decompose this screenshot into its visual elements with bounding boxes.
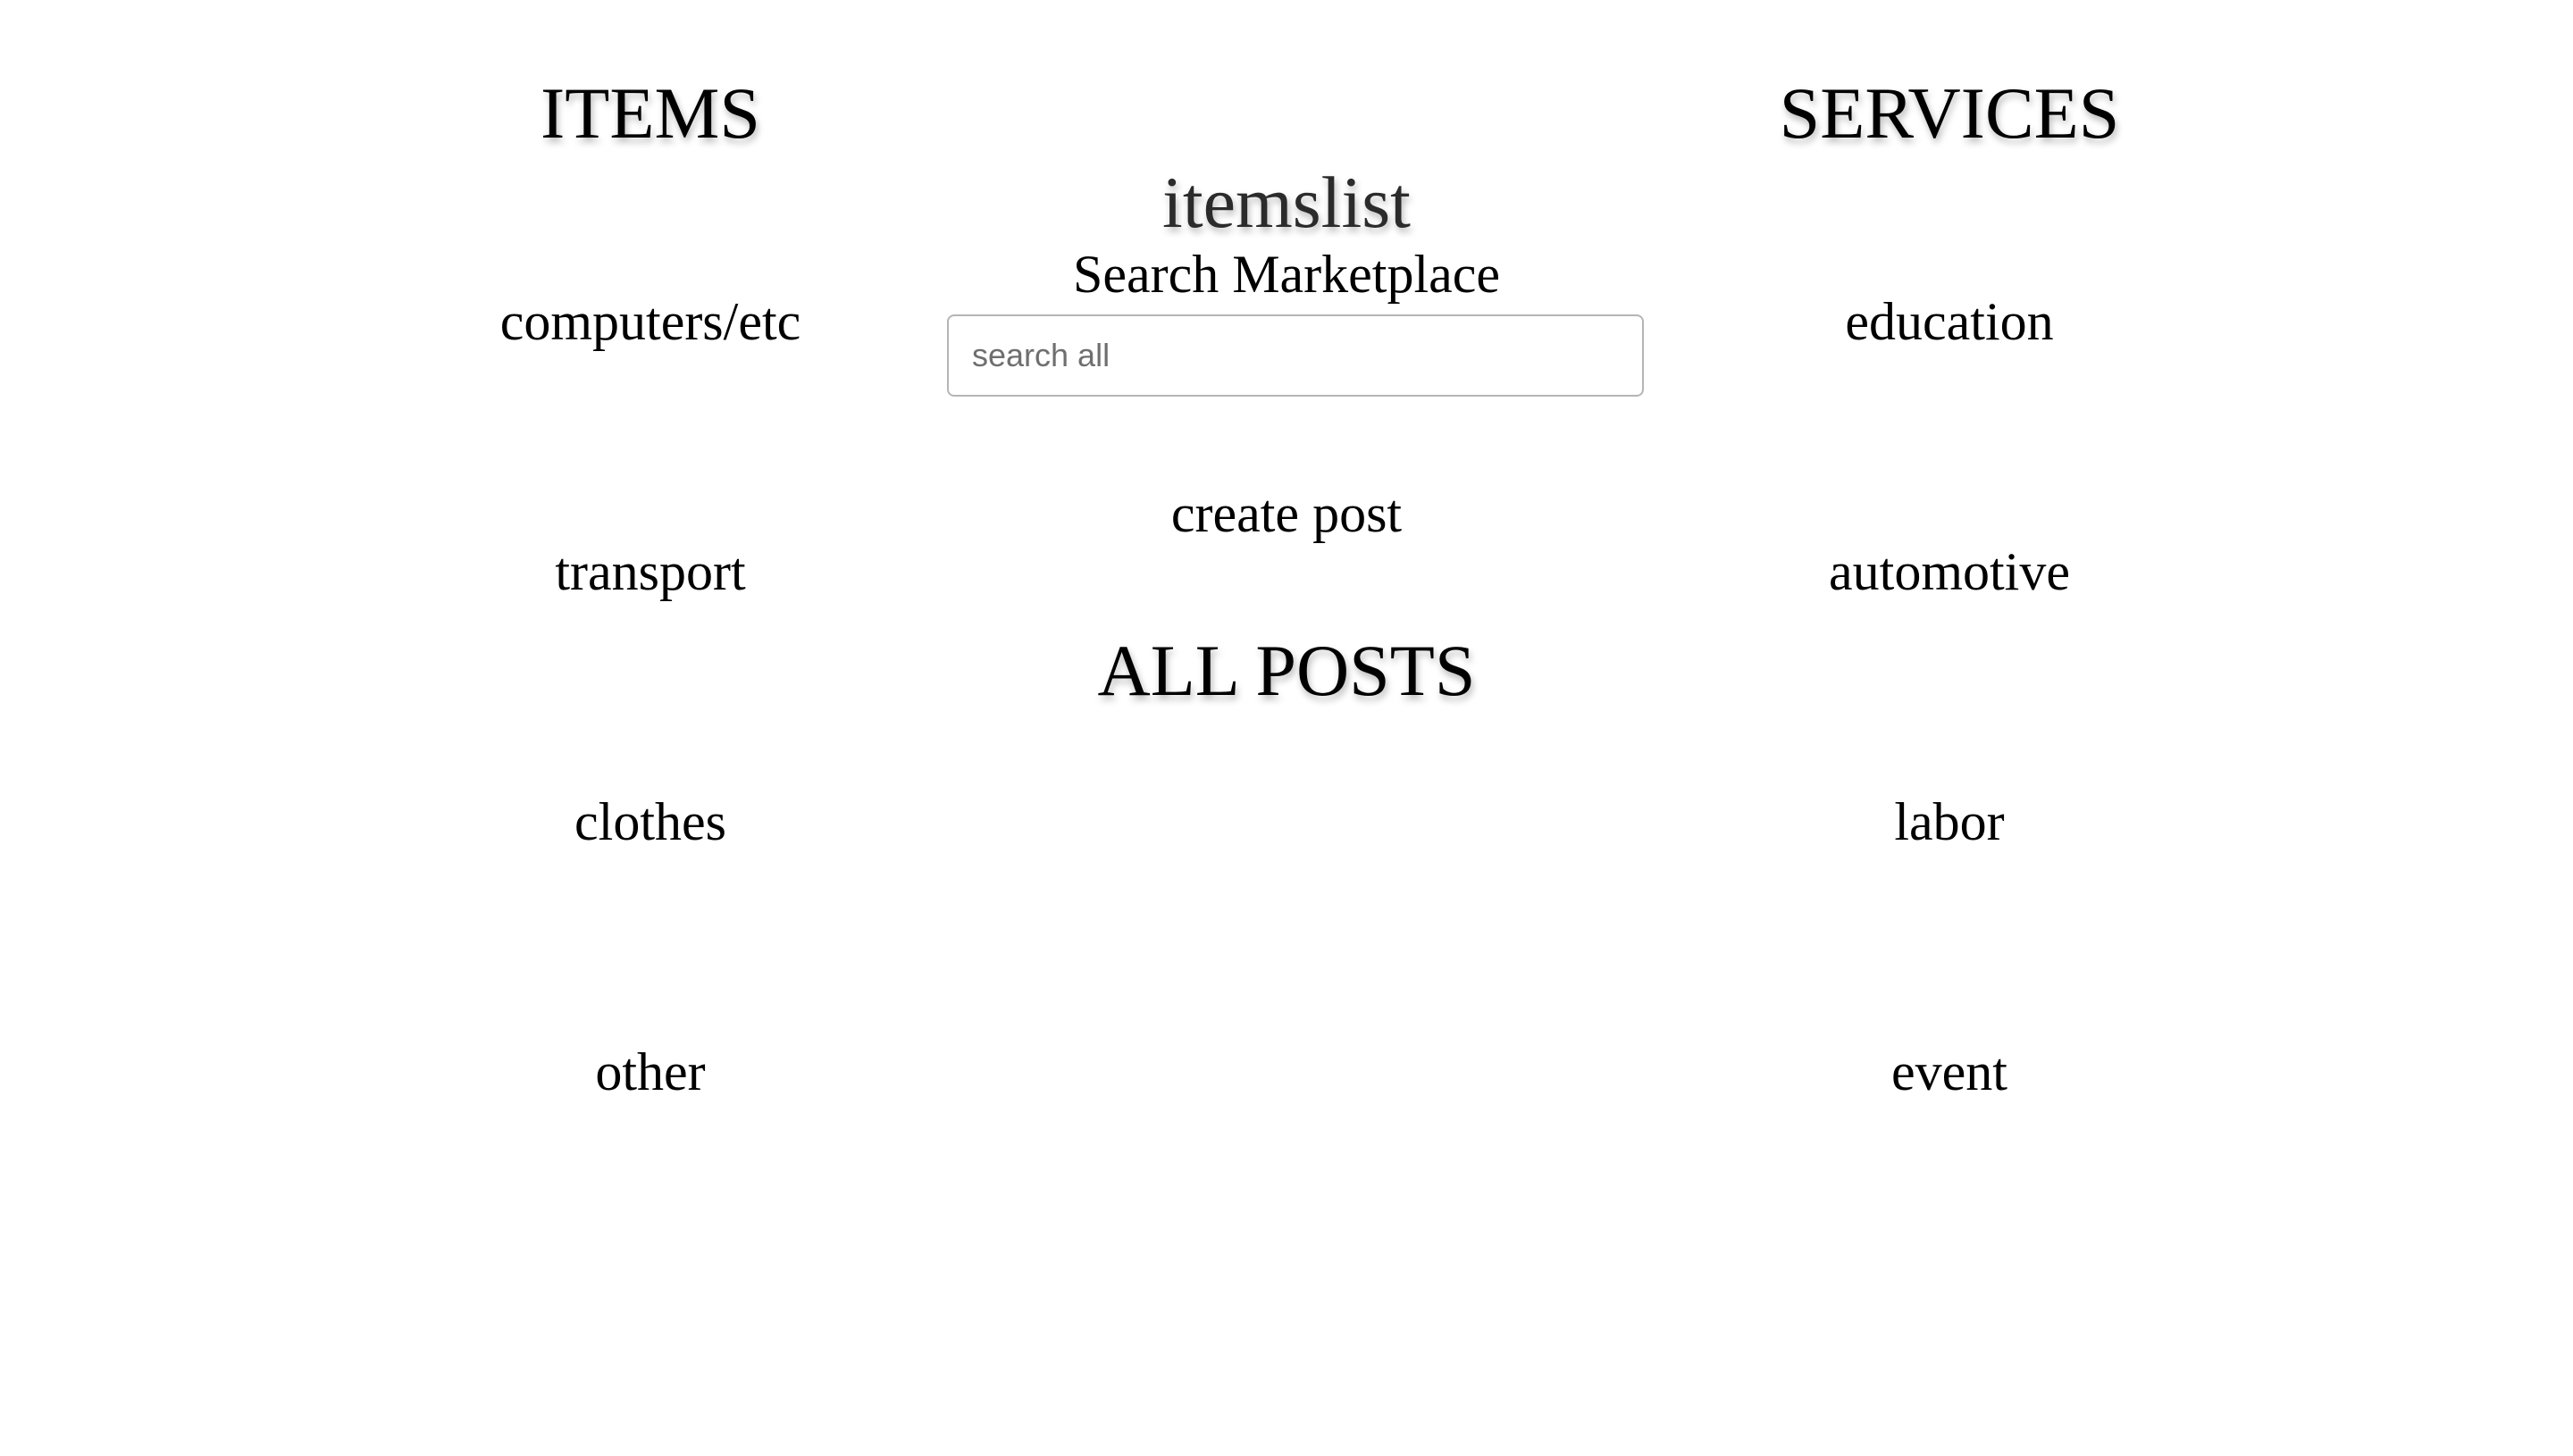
category-link-automotive[interactable]: automotive: [1829, 542, 2070, 601]
search-heading: Search Marketplace: [1072, 245, 1501, 304]
category-link-event[interactable]: event: [1891, 1042, 2007, 1101]
all-posts-heading: ALL POSTS: [1097, 630, 1476, 711]
category-link-computers[interactable]: computers/etc: [499, 292, 801, 351]
site-logo: itemslist: [1162, 162, 1411, 243]
category-link-labor[interactable]: labor: [1894, 792, 2005, 851]
category-link-education[interactable]: education: [1845, 292, 2054, 351]
services-heading: SERVICES: [1779, 72, 2120, 154]
create-post-link[interactable]: create post: [1170, 484, 1403, 543]
items-heading: ITEMS: [541, 72, 760, 154]
category-link-transport[interactable]: transport: [555, 542, 746, 601]
search-input[interactable]: [947, 314, 1644, 397]
category-link-other[interactable]: other: [595, 1042, 706, 1101]
category-link-clothes[interactable]: clothes: [574, 792, 726, 851]
